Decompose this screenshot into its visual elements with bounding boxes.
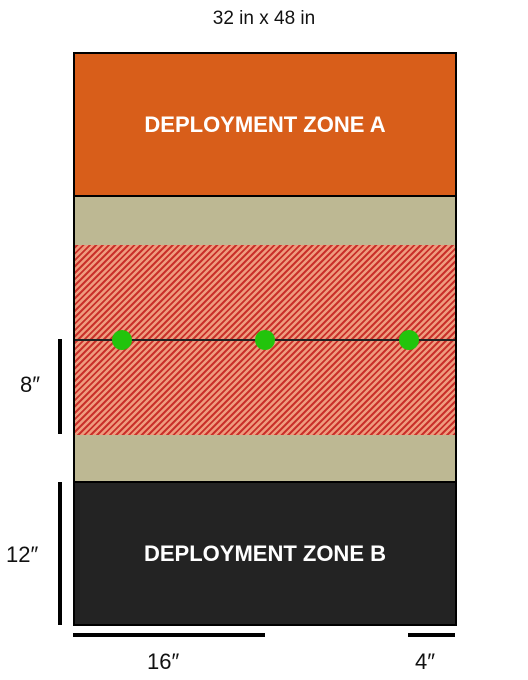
edge-offset-measure-label: 16″ [147, 649, 180, 674]
board-dimensions-label: 32 in x 48 in [212, 8, 316, 29]
zone-depth-measure-bar [58, 482, 62, 625]
deployment-zone-a: DEPLOYMENT ZONE A [75, 54, 455, 197]
objective-band-measure-label: 8″ [20, 372, 41, 397]
objective-center-marker [255, 330, 275, 350]
zone-depth-measure-label: 12″ [6, 542, 39, 567]
battlefield-board: DEPLOYMENT ZONE A DEPLOYMENT ZONE B [73, 52, 457, 626]
deployment-zone-b: DEPLOYMENT ZONE B [75, 481, 455, 624]
objective-left-marker [112, 330, 132, 350]
objective-gap-measure-label: 4″ [415, 649, 436, 674]
edge-offset-measure-bar [73, 633, 265, 637]
objective-band-measure-bar [58, 339, 62, 434]
objective-right-marker [399, 330, 419, 350]
objective-gap-measure-bar [408, 633, 455, 637]
